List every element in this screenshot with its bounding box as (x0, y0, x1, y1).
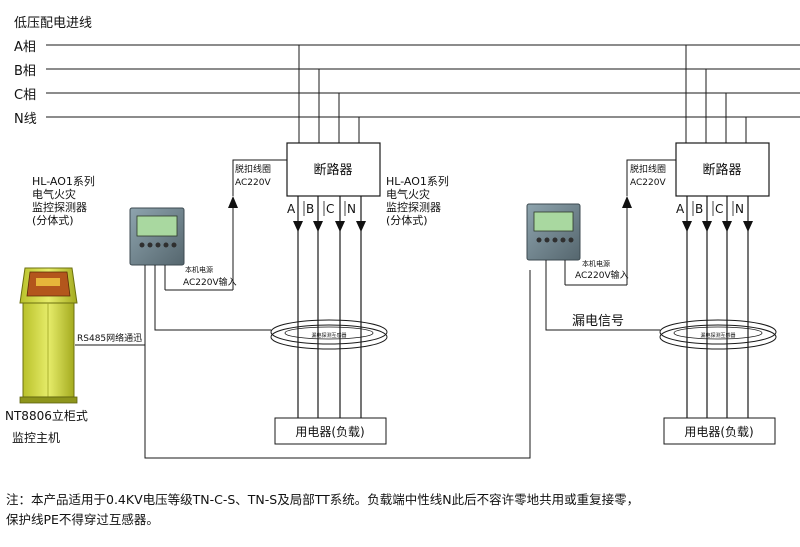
phase-arrow-icon (682, 221, 692, 232)
leakage-sensor-ring (659, 319, 777, 350)
detector-title-line2: 电气火灾 (32, 187, 76, 201)
phase-letter-b: B (695, 202, 703, 216)
bus-label-c: C相 (14, 88, 36, 103)
detector-screen (136, 215, 178, 237)
phase-arrow-icon (293, 221, 303, 232)
diagram-title: 低压配电进线 (14, 16, 92, 31)
phase-letter-c: C (326, 202, 334, 216)
load-label: 用电器(负载) (295, 425, 364, 439)
phase-letter-a: A (287, 202, 296, 216)
power-input-voltage: AC220V输入 (183, 276, 237, 288)
footnote: 注：本产品适用于0.4KV电压等级TN-C-S、TN-S及局部TT系统。负载端中… (6, 490, 798, 530)
power-input-label: 本机电源 (582, 259, 610, 268)
detector-title-line4: (分体式) (386, 213, 428, 227)
detector-title-line4: (分体式) (32, 213, 74, 227)
detector-title-line1: HL-AO1系列 (386, 174, 449, 188)
phase-letter-n: N (347, 202, 356, 216)
trip-arrow-icon (622, 196, 632, 208)
left-circuit: 断路器 脱扣线圈 AC220V A B C N (32, 45, 531, 459)
phase-arrow-icon (702, 221, 712, 232)
detector-screen (533, 211, 574, 232)
rs485-label: RS485网络通迅 (77, 332, 142, 344)
trip-coil-label: 脱扣线圈 (235, 163, 271, 175)
bus-label-b: B相 (14, 64, 36, 79)
trip-coil-voltage: AC220V (235, 178, 271, 188)
phase-letter-n: N (735, 202, 744, 216)
load-box (274, 417, 387, 445)
detector-title-line1: HL-AO1系列 (32, 174, 95, 188)
right-circuit: 断路器 脱扣线圈 AC220V A B C N 漏电探 (386, 45, 777, 445)
phase-letter-a: A (676, 202, 685, 216)
detector-title-line3: 监控探测器 (32, 200, 87, 214)
footnote-line1: 注：本产品适用于0.4KV电压等级TN-C-S、TN-S及局部TT系统。负载端中… (6, 492, 640, 507)
leakage-signal-label: 漏电信号 (572, 313, 624, 329)
detector-title-line2: 电气火灾 (386, 187, 430, 201)
trip-coil-voltage: AC220V (630, 178, 666, 188)
monitoring-kiosk (19, 267, 78, 404)
phase-arrow-icon (356, 221, 366, 232)
detector-title-line3: 监控探测器 (386, 200, 441, 214)
phase-arrow-icon (335, 221, 345, 232)
bus-label-n: N线 (14, 112, 37, 127)
bus-label-a: A相 (14, 40, 36, 55)
breaker-label: 断路器 (702, 162, 741, 178)
footnote-line2: 保护线PE不得穿过互感器。 (6, 512, 159, 527)
breaker-box (675, 142, 770, 197)
breaker-box (286, 142, 381, 197)
load-box (663, 417, 776, 445)
trip-coil-label: 脱扣线圈 (630, 163, 666, 175)
phase-arrow-icon (313, 221, 323, 232)
phase-letter-b: B (306, 202, 314, 216)
phase-arrow-icon (743, 221, 753, 232)
leakage-sensor-ring (270, 319, 388, 350)
bus-lines (46, 44, 800, 118)
load-label: 用电器(负载) (684, 425, 753, 439)
host-model: NT8806立柜式 (5, 408, 88, 423)
breaker-label: 断路器 (313, 162, 352, 178)
phase-letter-c: C (715, 202, 723, 216)
detector-device (526, 203, 581, 261)
trip-arrow-icon (228, 196, 238, 208)
power-input-voltage: AC220V输入 (575, 269, 629, 281)
sensor-label: 漏电探测互感器 (700, 332, 735, 339)
host-name: 监控主机 (12, 431, 60, 445)
detector-device (129, 207, 185, 266)
power-input-label: 本机电源 (185, 265, 213, 274)
sensor-label: 漏电探测互感器 (311, 332, 346, 339)
phase-arrow-icon (722, 221, 732, 232)
